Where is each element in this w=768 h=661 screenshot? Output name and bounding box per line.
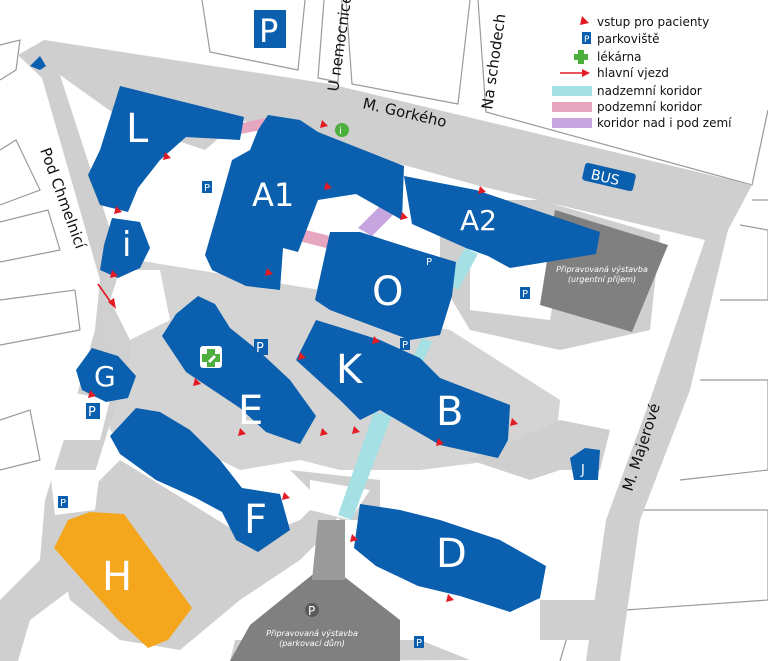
legend-label-corridor-below: podzemní koridor [597,100,702,114]
building-k [296,320,510,458]
legend-label-pharmacy: lékárna [597,50,642,64]
parking-label: P [402,340,408,351]
patient-entrances [88,120,518,602]
parking-icon-large [254,10,286,48]
legend-pharmacy-icon [574,50,588,64]
legend-parking-symbol: P [584,35,590,45]
parking-label-large: P [259,12,278,50]
building-l [88,86,244,212]
legend-entrance-icon [580,16,589,25]
entrance-icon [320,120,328,128]
legend-label-entrance: vstup pro pacienty [597,15,709,29]
entrance-icon [446,594,454,602]
parking-label: P [88,405,96,420]
legend: vstup pro pacienty P parkoviště lékárna … [552,15,732,130]
entrance-icon [350,534,358,542]
parking-icon [414,636,424,648]
bus-stop-label: BUS [589,167,621,189]
legend-label-main-entry: hlavní vjezd [597,66,669,80]
street-label-u-nemocnice: U nemocnice [324,0,355,93]
building-o [315,232,456,340]
building-label-l: L [126,106,149,152]
info-point: i [335,123,349,137]
bus-stop: BUS [582,162,636,192]
planned-parking-house [230,520,400,661]
building-label-o: O [372,269,403,315]
legend-label-corridor-both: koridor nad i pod zemí [597,116,732,130]
entrance-icon [510,418,518,426]
entrance-icon [352,426,360,434]
legend-label-parking: parkoviště [597,32,660,46]
building-g [76,348,136,402]
parking-icon [400,338,410,350]
parking-icon [520,287,530,299]
building-label-j: J [580,463,585,478]
entrance-icon [324,182,332,190]
building-j [570,448,600,480]
building-label-e: E [238,388,263,434]
legend-label-corridor-above: nadzemní koridor [597,84,702,98]
buildings [76,86,600,612]
legend-corridor-above-swatch [552,86,592,96]
building-f [110,408,290,552]
entrance-icon [238,428,246,436]
entrance-icon [436,438,444,446]
entrance-icon [88,390,96,398]
small-structure [30,56,46,70]
building-label-k: K [336,347,364,393]
parking-icon [424,255,434,267]
parking-label: P [426,257,432,268]
entrance-icon [193,378,201,386]
main-entry-arrow [97,283,116,309]
building-a1 [205,115,404,290]
building-label-a1: A1 [252,176,294,214]
building-label-h: H [102,554,132,600]
pharmacy-icon [200,346,222,368]
parking-icon-planned [305,603,319,617]
entrance-icon [282,492,290,500]
entrance-icon [163,152,171,160]
parking-label: P [60,498,66,509]
entrance-icon [400,212,408,220]
parking-icon [58,496,68,508]
building-a2 [404,176,600,268]
entrance-icon [265,268,273,276]
parking-label: P [204,183,210,194]
building-d [354,504,546,612]
building-label-g: G [94,360,116,393]
planned-parking-title: Připravovaná výstavba [266,629,358,638]
parking-icon [86,403,100,419]
building-label-f: F [244,497,267,543]
entrance-icon [114,206,122,214]
parking-label: P [522,289,528,300]
entrance-icon [320,428,328,436]
parking-label-planned: P [308,604,315,618]
entrance-icon [478,186,486,194]
info-point-label: i [339,126,342,137]
planned-urgent-title: Připravovaná výstavba [556,265,648,274]
building-label-i: i [122,225,131,265]
entrance-icon [110,270,118,278]
parking-icon [254,339,268,355]
corridor-above-k-d [338,412,392,520]
planned-urgent-sub: (urgentní příjem) [568,275,636,284]
legend-parking-icon [582,32,591,44]
parking-icon [202,181,212,193]
entrance-icon [372,336,380,344]
parking-markers: P P P P P P P P P P [58,10,530,649]
building-i [100,218,150,278]
entrance-icon [298,352,306,360]
legend-corridor-below-swatch [552,102,592,112]
building-e [162,296,316,444]
legend-corridor-both-swatch [552,118,592,128]
building-h [54,512,192,648]
building-label-a2: A2 [460,204,497,237]
parking-label: P [256,341,264,356]
planned-parking-sub: (parkovací dům) [279,638,345,648]
parking-label: P [416,638,422,649]
building-label-d: D [436,531,467,577]
building-label-b: B [436,389,463,435]
